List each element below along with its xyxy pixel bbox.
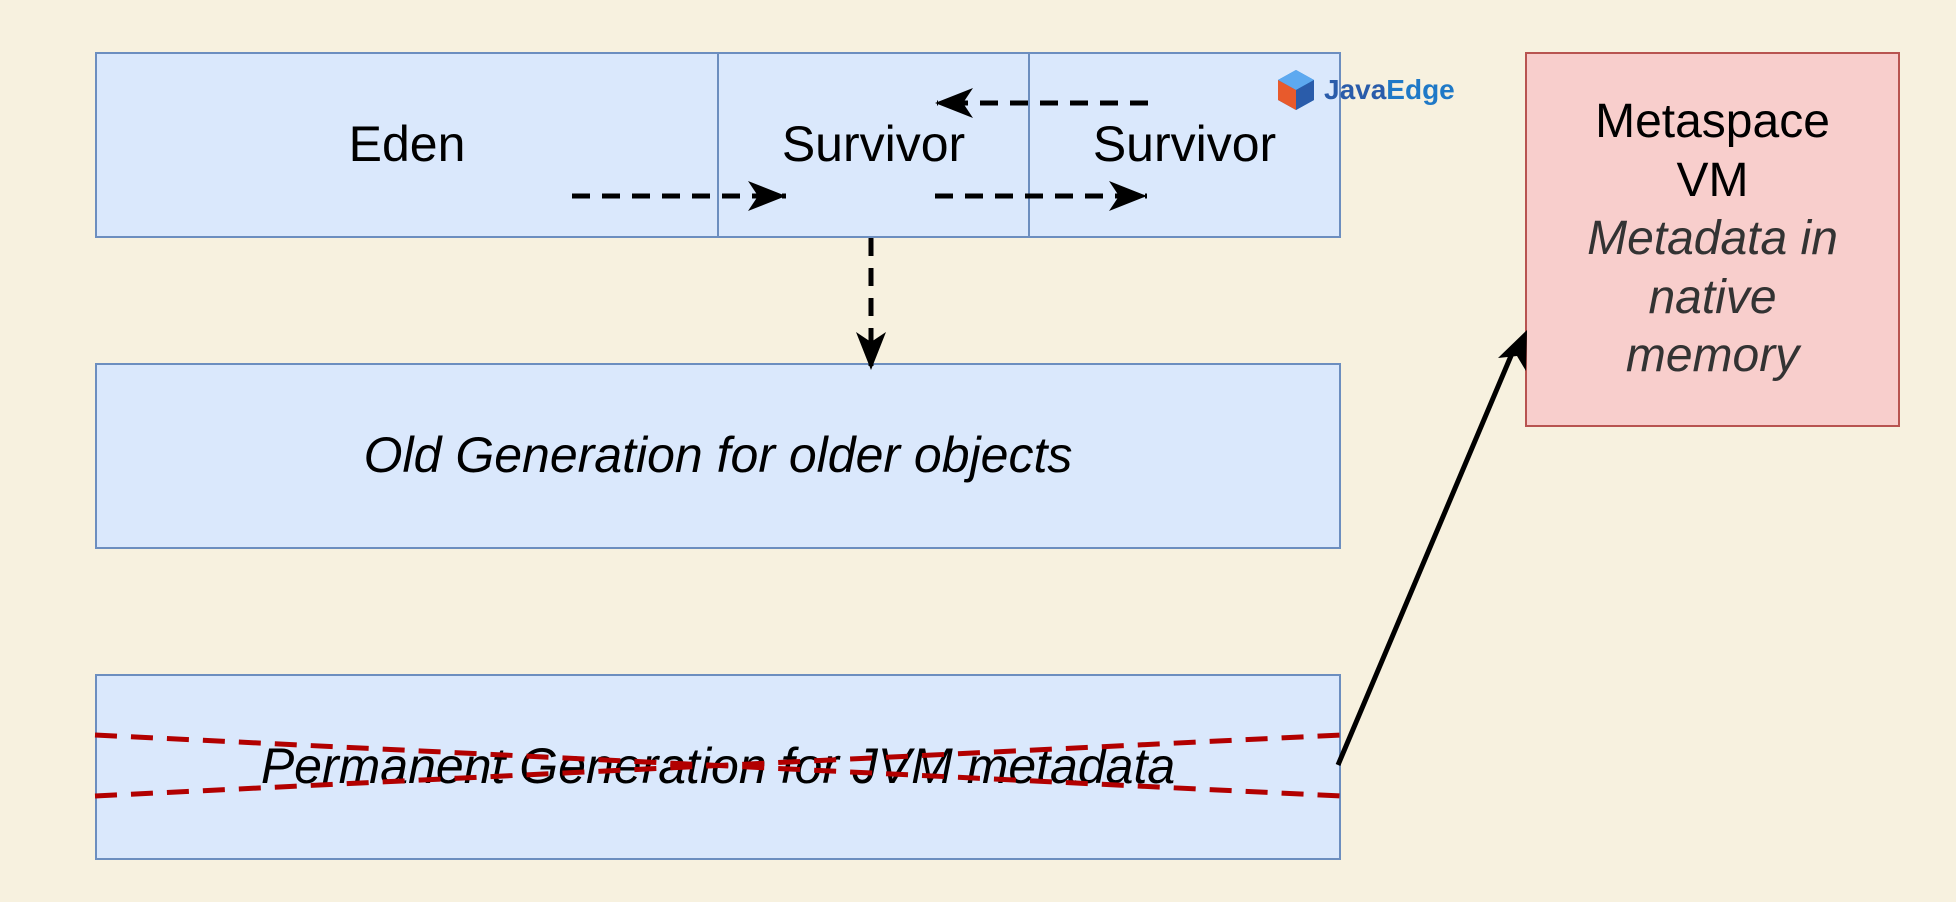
- arrowhead-eden-to-survivor: [748, 181, 786, 211]
- eden-label: Eden: [348, 116, 466, 173]
- arrowhead-survivor-to-old: [856, 332, 886, 370]
- arrowhead-survivor-to-survivor: [1109, 181, 1147, 211]
- old-generation-region: Old Generation for older objects: [95, 363, 1341, 549]
- arrow-perm-to-metaspace: [1335, 343, 1519, 766]
- old-generation-label: Old Generation for older objects: [363, 427, 1073, 484]
- javaedge-logo: JavaEdge: [1274, 68, 1455, 112]
- logo-text-java: Java: [1324, 74, 1387, 105]
- metaspace-detail-1: Metadata in: [1587, 212, 1838, 266]
- metaspace-box: Metaspace VM Metadata in native memory: [1525, 52, 1900, 427]
- logo-text-edge: Edge: [1386, 74, 1455, 105]
- metaspace-subtitle: VM: [1676, 153, 1749, 207]
- survivor-label-1: Survivor: [781, 116, 966, 173]
- survivor-region-1: Survivor: [717, 52, 1030, 238]
- survivor-label-2: Survivor: [1092, 116, 1277, 173]
- eden-region: Eden: [95, 52, 719, 238]
- metaspace-title: Metaspace: [1595, 95, 1830, 149]
- javaedge-logo-icon: [1278, 70, 1314, 110]
- metaspace-detail-2: native: [1648, 270, 1777, 324]
- arrowhead-perm-to-metaspace: [1498, 330, 1527, 371]
- arrowhead-survivor-back: [935, 88, 973, 118]
- strike-line-2: [94, 732, 1342, 799]
- metaspace-detail-3: memory: [1625, 329, 1800, 383]
